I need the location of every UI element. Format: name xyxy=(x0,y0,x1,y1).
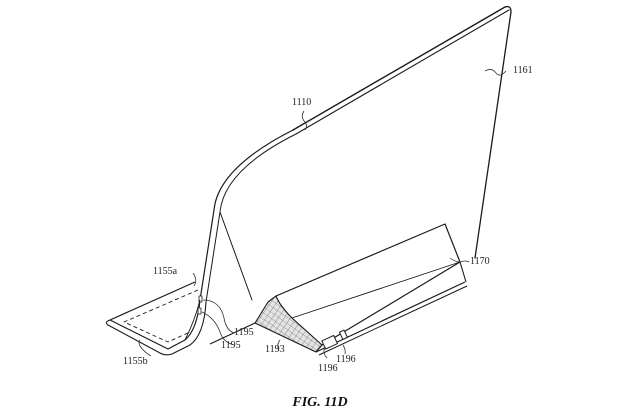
figure-caption: FIG. 11D xyxy=(292,395,348,410)
label-port-left: 1196 xyxy=(318,363,338,374)
label-hinge-upper: 1195 xyxy=(234,327,254,338)
display-panel xyxy=(199,5,512,303)
base-stand xyxy=(209,223,468,356)
label-foot-outer: 1155b xyxy=(123,356,148,367)
foot-plate xyxy=(105,281,207,356)
label-port-right: 1196 xyxy=(336,354,356,365)
label-mesh-vent: 1193 xyxy=(265,344,285,355)
leader-lines xyxy=(138,69,507,359)
label-display-frame: 1110 xyxy=(292,97,312,108)
label-display-rear-surface: 1161 xyxy=(513,65,533,76)
label-foot-inner: 1155a xyxy=(153,266,178,277)
label-base-stand: 1170 xyxy=(470,256,490,267)
label-hinge-lower: 1195 xyxy=(221,340,241,351)
